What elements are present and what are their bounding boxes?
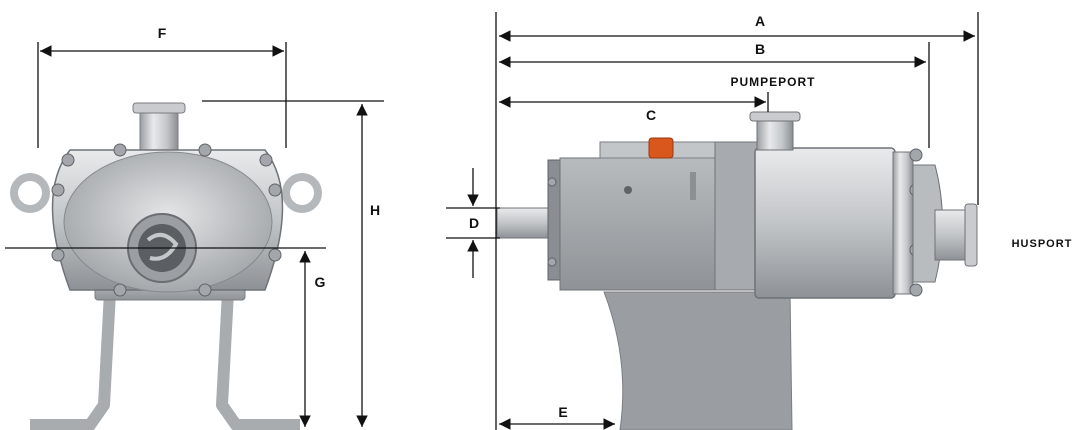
side-orange-knob — [648, 137, 674, 159]
front-top-port-pipe — [139, 109, 179, 153]
label-c: C — [646, 107, 656, 123]
side-adapter — [714, 141, 761, 291]
side-pump-cover — [892, 151, 914, 295]
label-h: H — [370, 202, 380, 218]
label-d: D — [469, 215, 479, 231]
left-lifting-ring — [10, 173, 50, 213]
side-top-port-flange — [749, 111, 801, 122]
side-lift-tab — [690, 172, 696, 200]
label-pump-port: PUMPEPORT — [730, 75, 815, 89]
side-end-port-flange — [964, 203, 978, 267]
side-dimensions — [446, 12, 979, 430]
side-top-port-pipe — [756, 117, 794, 151]
side-view-pump — [496, 111, 978, 430]
side-support-foot — [603, 291, 793, 430]
front-bolts — [51, 143, 282, 297]
label-f: F — [158, 25, 167, 41]
label-a: A — [755, 13, 765, 29]
front-view-pump — [10, 102, 322, 430]
front-top-port-flange — [132, 102, 186, 114]
side-end-port-pipe — [934, 209, 966, 261]
right-lifting-ring — [282, 173, 322, 213]
label-g: G — [315, 274, 326, 290]
label-b: B — [755, 41, 765, 57]
side-frame-screw — [624, 186, 632, 194]
label-house-port: HUSPORT — [1012, 238, 1073, 250]
front-dimensions — [5, 42, 384, 427]
label-e: E — [558, 404, 567, 420]
front-stand — [30, 291, 300, 430]
side-shaft — [496, 207, 558, 239]
side-gearbox — [559, 157, 716, 291]
front-rotor — [146, 232, 179, 261]
side-pump-housing — [754, 147, 896, 299]
